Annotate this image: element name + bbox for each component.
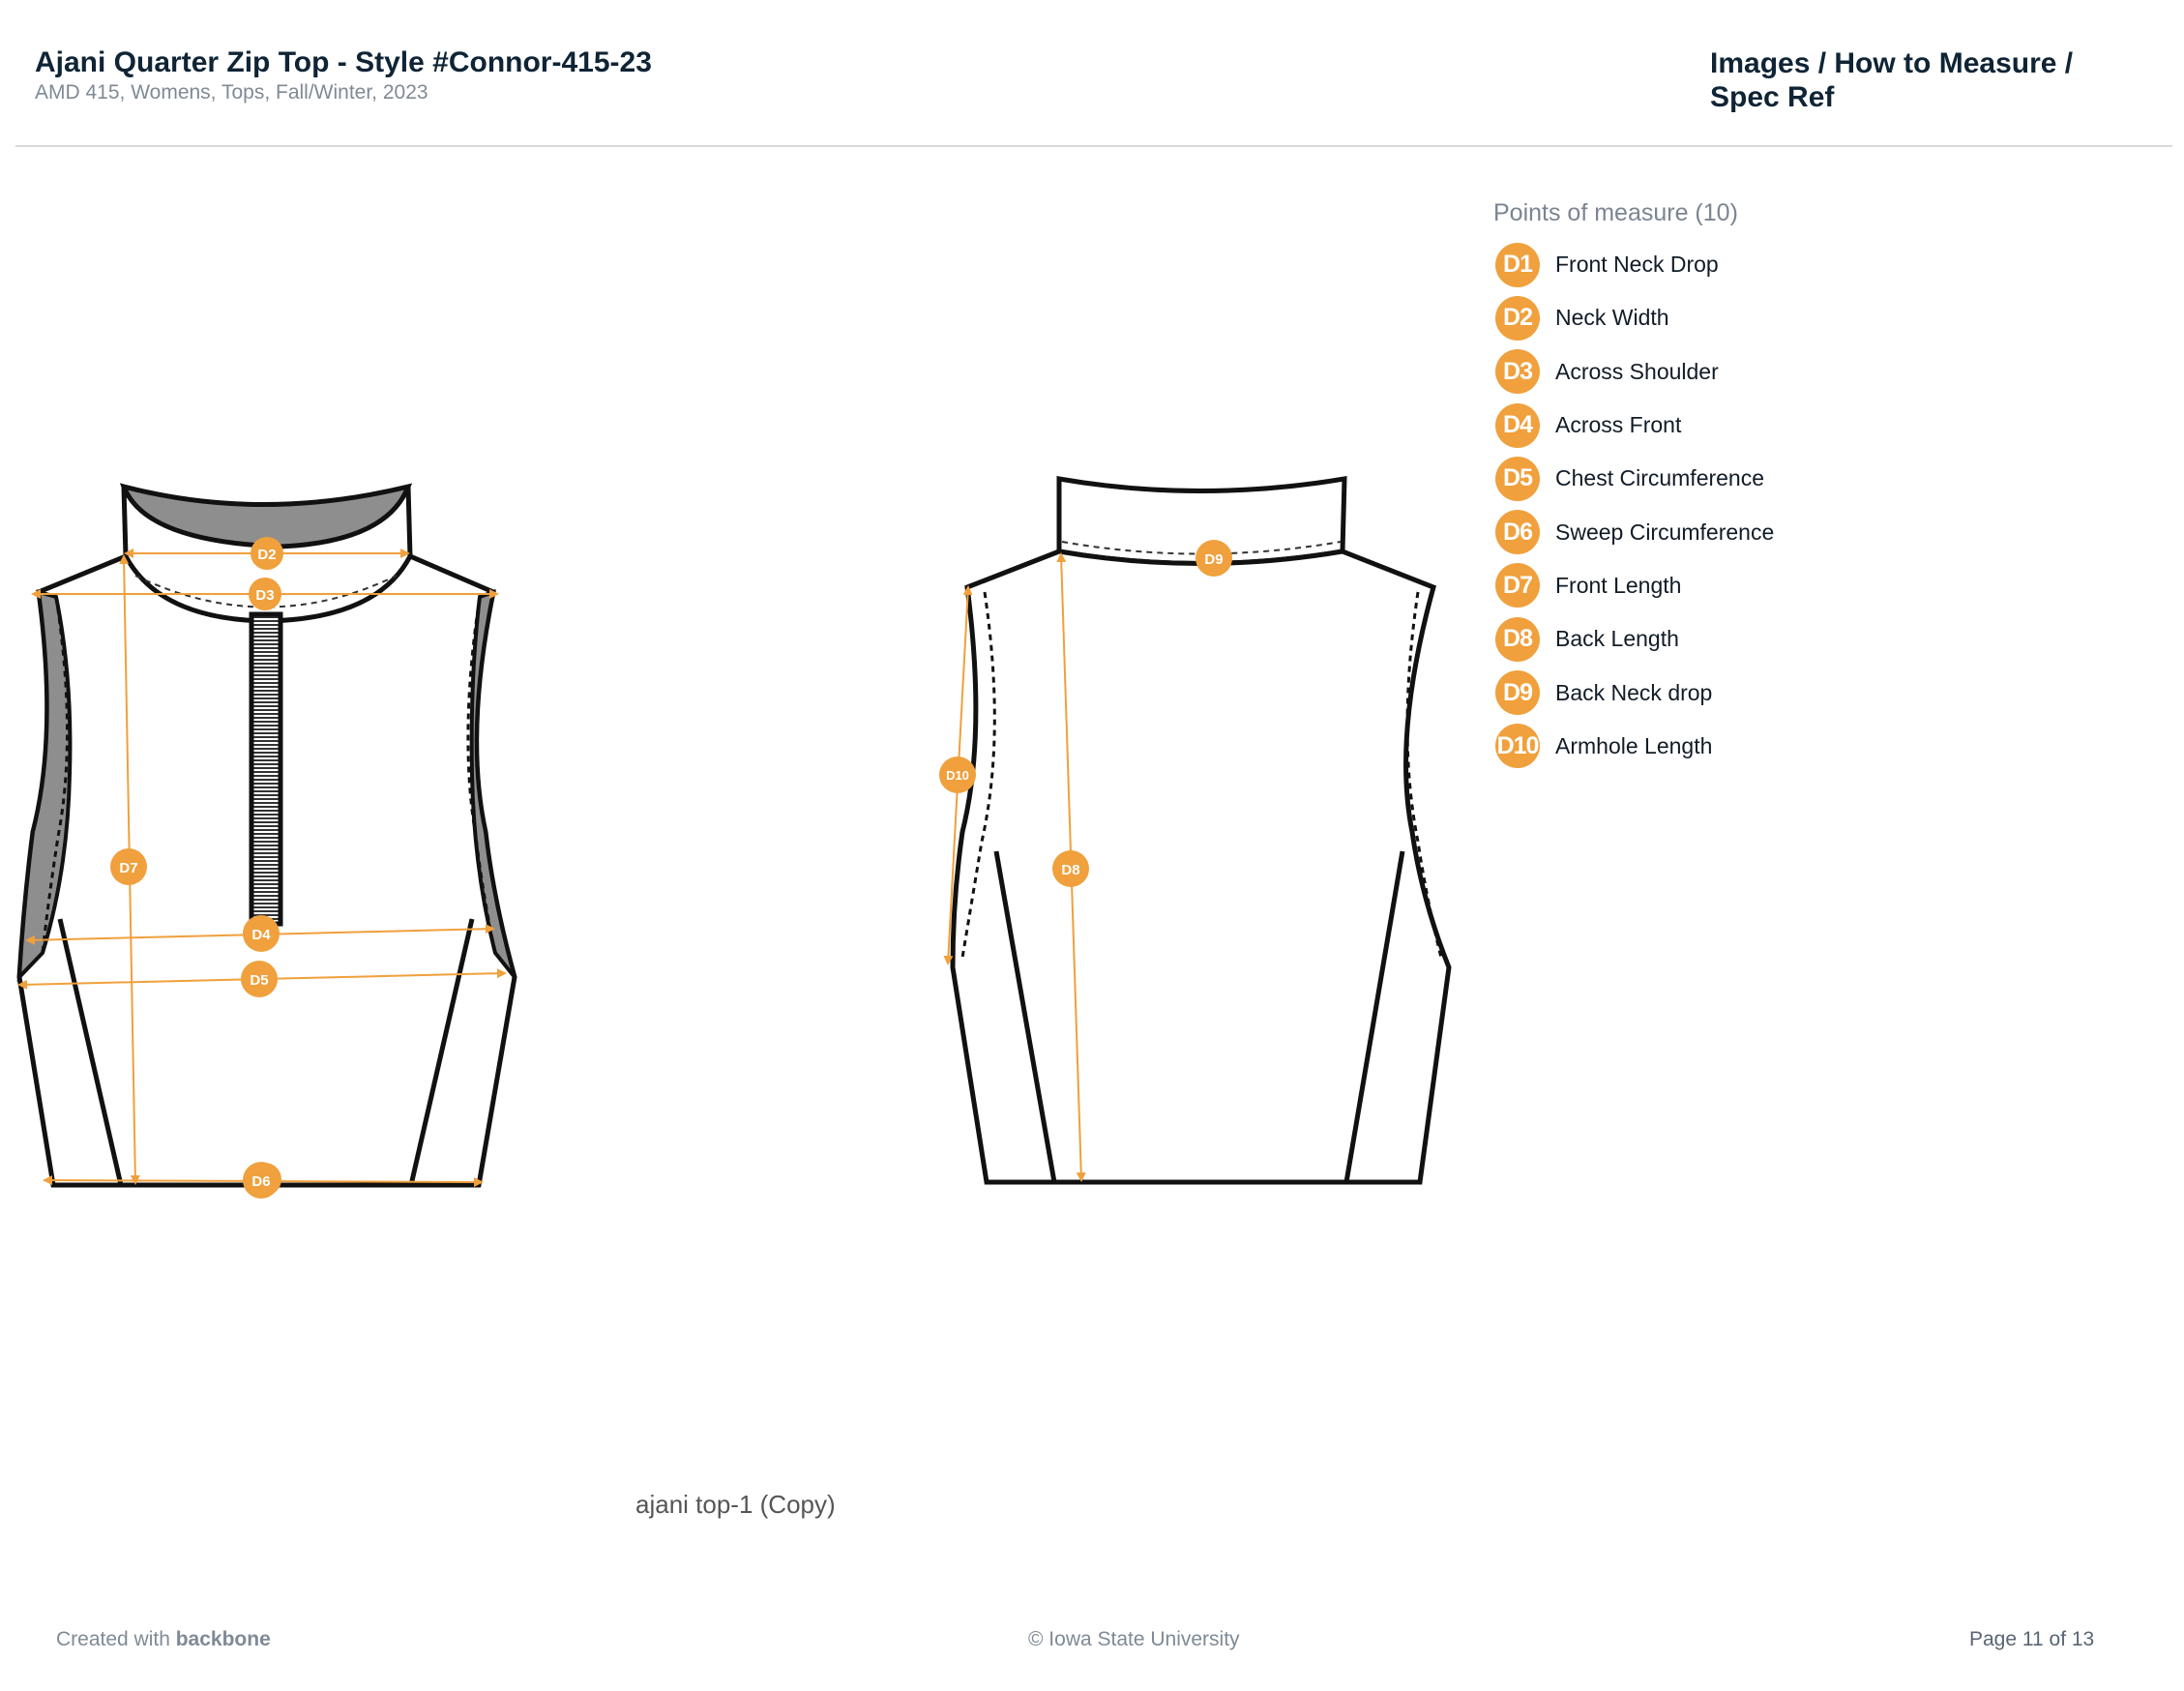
pom-label: Armhole Length	[1555, 732, 1713, 758]
pom-label: Back Length	[1555, 626, 1679, 652]
pom-code-badge: D9	[1495, 670, 1540, 716]
marker-d2: D2	[251, 537, 283, 570]
document-subtitle: AMD 415, Womens, Tops, Fall/Winter, 2023	[35, 81, 428, 104]
marker-d9: D9	[1195, 540, 1232, 577]
marker-d3-label: D3	[255, 587, 274, 604]
marker-d7: D7	[110, 848, 147, 885]
marker-d8-label: D8	[1061, 862, 1079, 878]
footer-brand: backbone	[175, 1628, 271, 1650]
marker-d5: D5	[241, 961, 278, 997]
pom-label: Neck Width	[1555, 305, 1669, 331]
marker-d7-label: D7	[119, 860, 137, 876]
pom-label: Across Front	[1555, 412, 1682, 438]
pom-code-badge: D2	[1495, 295, 1540, 341]
page-number: Page 11 of 13	[1969, 1628, 2095, 1650]
pom-item-d8: D8 Back Length	[1495, 612, 1774, 666]
pom-code-badge: D10	[1495, 724, 1540, 769]
pom-label: Front Neck Drop	[1555, 252, 1719, 278]
points-of-measure-heading: Points of measure (10)	[1493, 199, 1738, 226]
pom-code-badge: D1	[1495, 242, 1540, 287]
footer-credit: Created with backbone	[56, 1628, 271, 1651]
marker-d5-label: D5	[250, 972, 268, 989]
sketch-markers: D2 D3 D4 D5 D6 D7 D8 D9 D10	[110, 537, 1232, 1199]
pom-item-d9: D9 Back Neck drop	[1495, 666, 1774, 719]
section-title: Images / How to Measure / Spec Ref	[1710, 47, 2074, 113]
footer-credit-prefix: Created with	[56, 1628, 170, 1650]
pom-item-d5: D5 Chest Circumference	[1495, 452, 1774, 505]
garment-sketch: D2 D3 D4 D5 D6 D7 D8 D9 D10	[16, 476, 1452, 1199]
front-view	[16, 483, 517, 1188]
marker-d6-label: D6	[251, 1173, 270, 1190]
marker-d2-label: D2	[257, 547, 276, 563]
pom-code-badge: D6	[1495, 510, 1540, 555]
back-view	[943, 476, 1452, 1185]
marker-d6: D6	[243, 1162, 280, 1199]
marker-d10-label: D10	[946, 768, 969, 783]
pom-label: Chest Circumference	[1555, 465, 1765, 491]
pom-item-d2: D2 Neck Width	[1495, 291, 1774, 344]
pom-code-badge: D7	[1495, 563, 1540, 608]
marker-d3: D3	[249, 578, 281, 610]
pom-item-d3: D3 Across Shoulder	[1495, 345, 1774, 399]
pom-item-d10: D10 Armhole Length	[1495, 720, 1774, 773]
marker-d4-label: D4	[251, 927, 271, 943]
marker-d10: D10	[939, 756, 976, 793]
marker-d4: D4	[243, 915, 280, 952]
pom-item-d1: D1 Front Neck Drop	[1495, 238, 1774, 291]
pom-code-badge: D4	[1495, 402, 1540, 448]
pom-label: Sweep Circumference	[1555, 519, 1775, 545]
document-title: Ajani Quarter Zip Top - Style #Connor-41…	[35, 46, 652, 78]
pom-item-d6: D6 Sweep Circumference	[1495, 505, 1774, 558]
pom-code-badge: D8	[1495, 616, 1540, 662]
header-divider	[15, 145, 2172, 147]
pom-label: Across Shoulder	[1555, 358, 1719, 384]
pom-code-badge: D3	[1495, 349, 1540, 395]
pom-code-badge: D5	[1495, 456, 1540, 501]
pom-label: Back Neck drop	[1555, 679, 1713, 705]
marker-d9-label: D9	[1204, 551, 1223, 568]
marker-d8: D8	[1052, 850, 1089, 887]
pom-item-d4: D4 Across Front	[1495, 399, 1774, 452]
sketch-caption: ajani top-1 (Copy)	[635, 1490, 836, 1519]
footer-copyright: © Iowa State University	[1028, 1628, 1240, 1650]
pom-item-d7: D7 Front Length	[1495, 559, 1774, 612]
pom-label: Front Length	[1555, 572, 1682, 598]
